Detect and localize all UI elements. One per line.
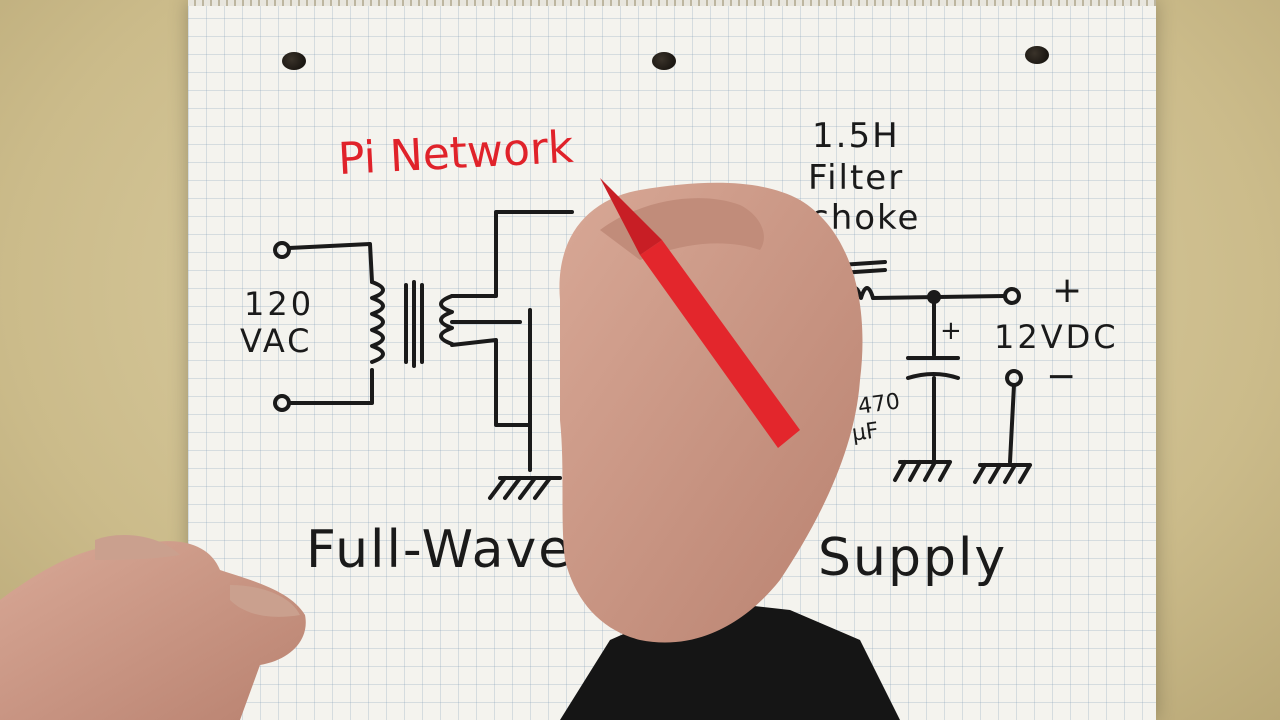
capacitor-plus-sign: + (940, 316, 962, 346)
choke-label-line2: Filter (808, 158, 905, 198)
paper-perforation (188, 0, 1156, 6)
input-label-line2: VAC (240, 322, 313, 360)
capacitor-icon (906, 300, 960, 462)
choke-label: 1.5H (812, 116, 900, 156)
minus-sign: − (1046, 356, 1077, 397)
bottom-text-left: Full-Wave (306, 520, 573, 580)
input-label-line1: 120 (244, 285, 315, 323)
notebook-hole-icon (282, 52, 306, 70)
terminal-icon (1003, 287, 1021, 305)
plus-sign: + (1052, 270, 1083, 311)
bottom-text-right: Supply (818, 528, 1008, 588)
red-marker-pen (600, 178, 800, 448)
transformer-icon (370, 280, 385, 364)
writing-hand (559, 182, 863, 643)
notebook-hole-icon (1025, 46, 1049, 64)
output-voltage-label: 12VDC (994, 318, 1119, 356)
notebook-hole-icon (652, 52, 676, 70)
ground-symbol-icon (488, 476, 562, 500)
resting-hand (0, 541, 306, 720)
